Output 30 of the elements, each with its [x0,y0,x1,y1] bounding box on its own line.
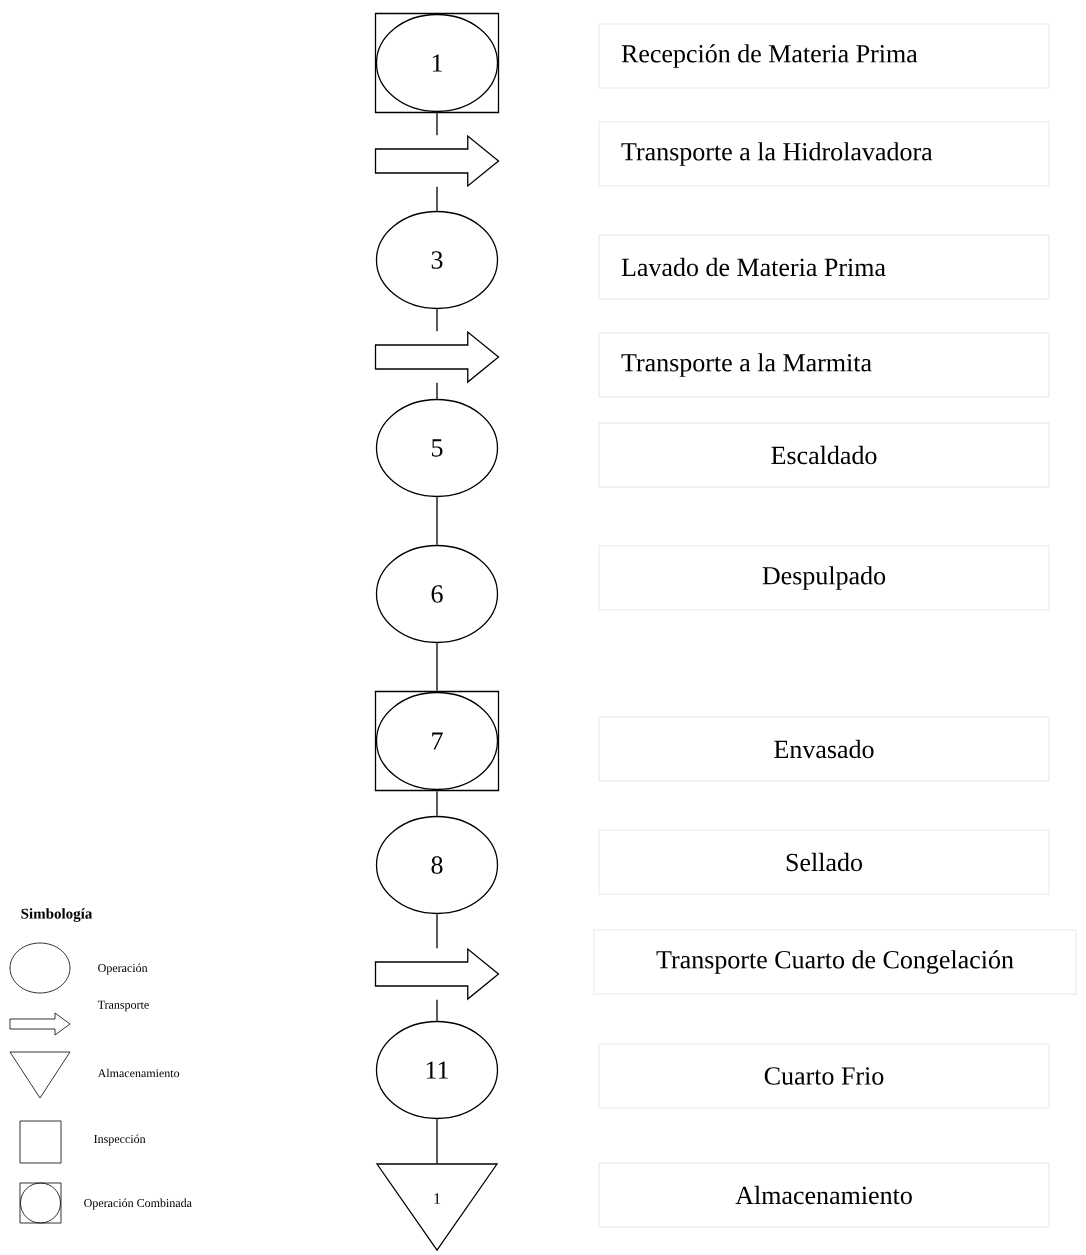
transport-symbol [374,134,500,188]
step-box: Transporte a la Hidrolavadora [598,121,1050,187]
legend-label: Operación [98,963,148,975]
connector-line [436,999,438,1022]
step-box: Almacenamiento [598,1162,1050,1228]
step-box: Sellado [598,829,1050,895]
legend-label: Operación Combinada [84,1198,192,1210]
connector-line [436,496,438,546]
step-box: Transporte a la Marmita [598,332,1050,398]
step-box: Lavado de Materia Prima [598,234,1050,300]
legend-label: Almacenamiento [97,1068,180,1078]
connector-line [436,1118,438,1164]
connector-line [436,112,438,136]
connector-line [436,642,438,692]
connector-line [436,913,438,949]
connector-line [436,790,438,817]
legend-label: Transporte [97,1000,149,1012]
connector-line [436,382,438,400]
step-box: Cuarto Frio [598,1043,1050,1109]
step-box: Transporte Cuarto de Congelación [593,929,1077,995]
connector-line [436,308,438,332]
transport-symbol [374,330,500,384]
step-box: Despulpado [598,545,1050,611]
step-box: Escaldado [598,422,1050,488]
step-box: Recepción de Materia Prima [598,23,1050,89]
legend-heading: Simbología [21,908,93,922]
legend-label: Inspección [94,1134,146,1146]
connector-line [436,186,438,212]
transport-symbol [374,947,500,1001]
step-box: Envasado [598,716,1050,782]
